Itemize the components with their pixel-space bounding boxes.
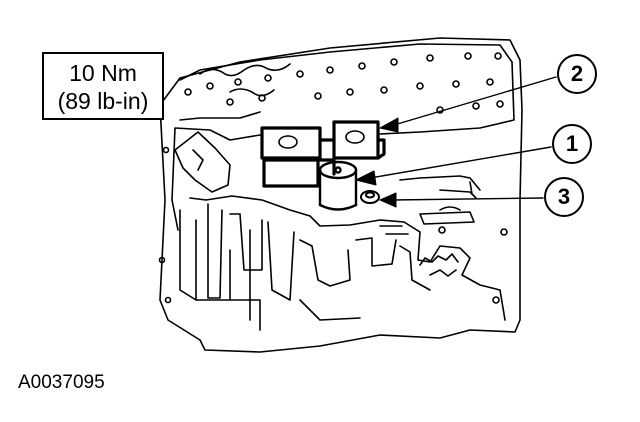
plate-edge	[171, 127, 261, 231]
retaining-bolt	[360, 190, 380, 204]
arrowheads	[355, 117, 399, 208]
right-bracket	[399, 175, 481, 199]
left-bracket	[174, 131, 231, 193]
spool-ports	[379, 206, 475, 235]
solenoid-body	[260, 120, 386, 188]
leader-lines	[369, 76, 557, 201]
valve-channels	[207, 203, 431, 301]
torque-metric: 10 Nm	[69, 60, 137, 86]
solenoid-mounting-holes	[278, 130, 365, 149]
callout-3: 3	[544, 177, 584, 217]
case-outline	[159, 37, 523, 353]
torque-imperial: (89 lb-in)	[57, 88, 149, 114]
torque-spec-box: 10 Nm (89 lb-in)	[42, 52, 164, 120]
valve-detail	[179, 209, 361, 331]
callout-2: 2	[557, 54, 597, 94]
valve-body-lower	[189, 195, 506, 321]
figure-id: A0037095	[18, 372, 105, 393]
gear-cluster	[419, 253, 459, 277]
callout-1: 1	[552, 124, 592, 164]
cylinder-solenoid	[318, 160, 358, 211]
plate-bolt-holes	[158, 52, 508, 304]
casting-edge	[199, 63, 291, 97]
upper-plate-ridge	[179, 43, 515, 135]
